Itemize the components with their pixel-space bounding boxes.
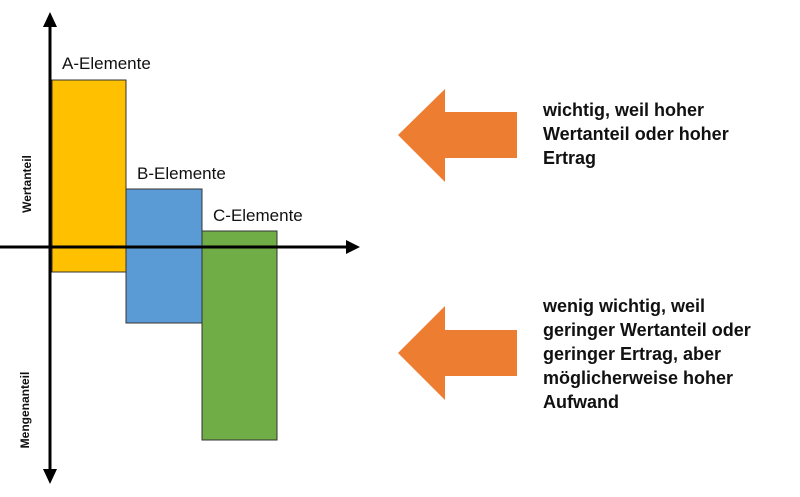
bar-a-elemente xyxy=(51,79,127,273)
vertical-axis-arrowhead-bottom xyxy=(43,469,57,484)
note-top-line: Wertanteil oder hoher xyxy=(543,124,729,144)
arrow-left-top xyxy=(398,89,517,182)
axis-label-wertanteil: Wertanteil xyxy=(20,155,34,213)
bar-b-elemente xyxy=(125,188,203,324)
note-bottom-line: wenig wichtig, weil xyxy=(543,296,706,316)
label-b-elemente: B-Elemente xyxy=(137,164,226,183)
note-top-line: wichtig, weil hoher xyxy=(543,100,705,120)
label-a-elemente: A-Elemente xyxy=(62,54,151,73)
note-bottom-line: möglicherweise hoher xyxy=(543,368,734,388)
label-c-elemente: C-Elemente xyxy=(213,206,303,225)
axis-label-mengenanteil: Mengenanteil xyxy=(18,371,32,449)
note-bottom-line: Aufwand xyxy=(543,392,619,412)
note-top-line: Ertrag xyxy=(543,148,597,168)
note-top: wichtig, weil hoher Wertanteil oder hohe… xyxy=(543,98,729,170)
note-bottom-line: geringer Ertrag, aber xyxy=(543,344,722,364)
note-bottom: wenig wichtig, weil geringer Wertanteil … xyxy=(543,294,751,414)
note-bottom-line: geringer Wertanteil oder xyxy=(543,320,751,340)
vertical-axis-arrowhead-top xyxy=(43,12,57,27)
arrow-left-bottom xyxy=(398,306,517,400)
bar-c-elemente xyxy=(201,230,278,441)
horizontal-axis-arrowhead xyxy=(346,240,360,254)
